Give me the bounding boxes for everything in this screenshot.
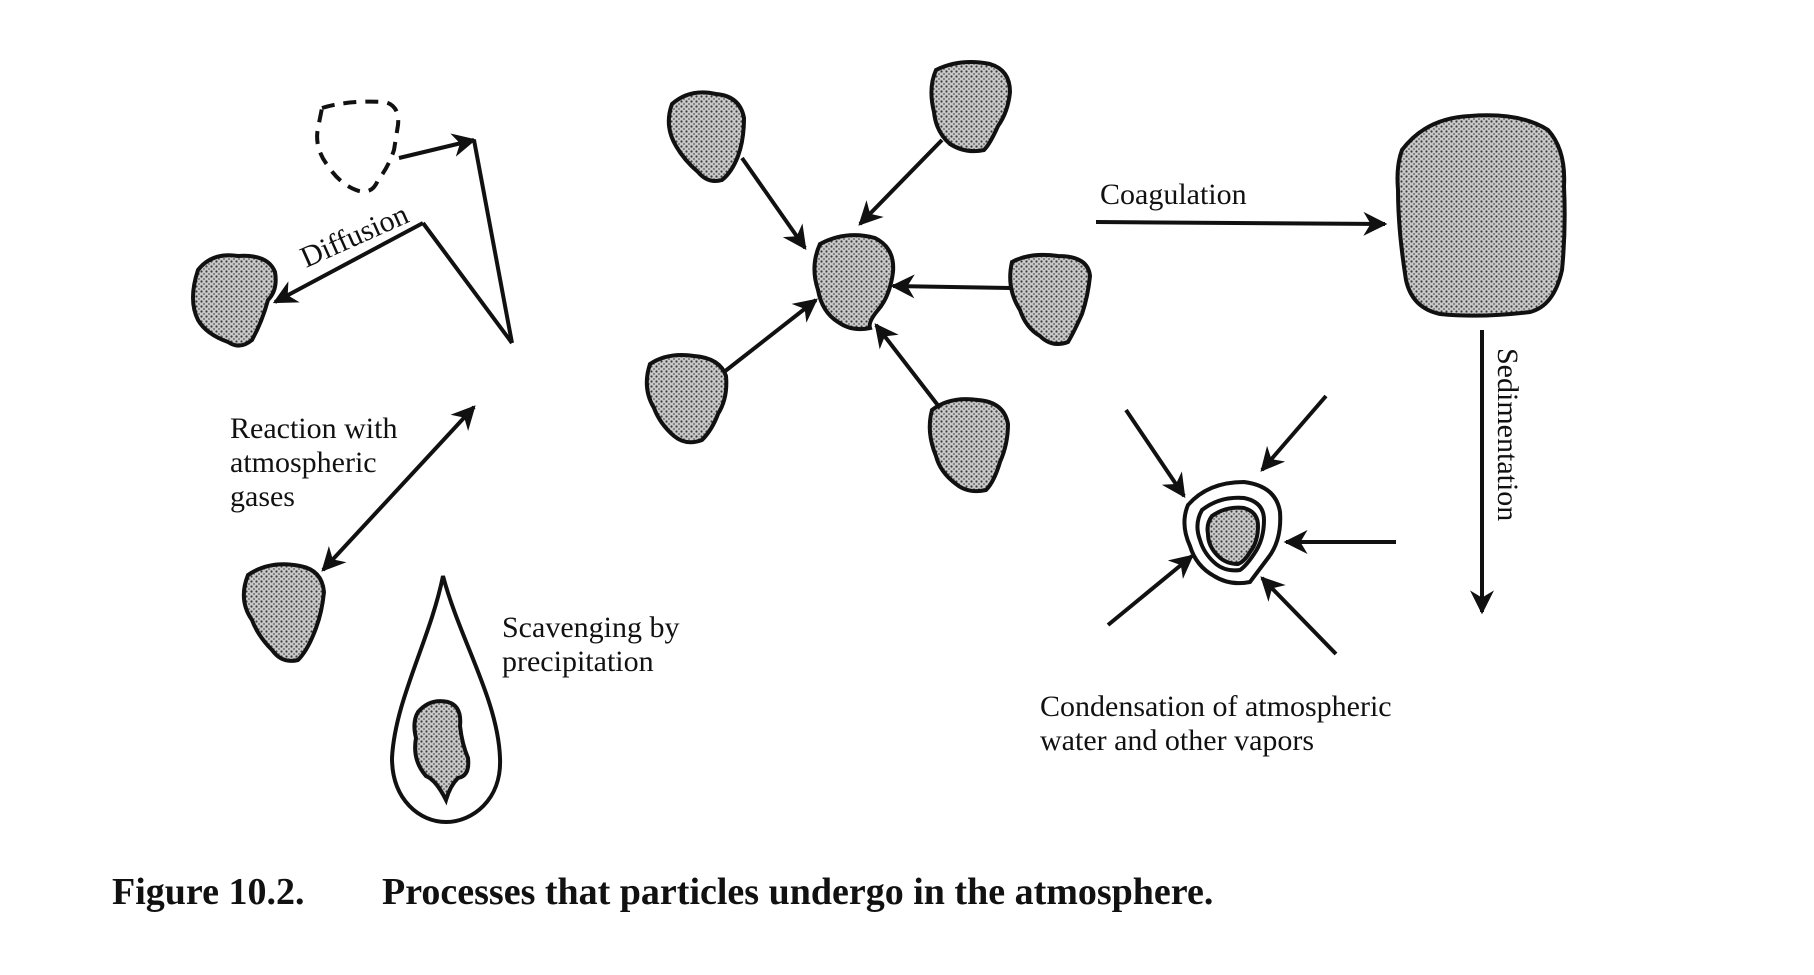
condensation-particle [1205,505,1261,567]
diffusion-path-segment [421,221,514,345]
coagulation-arrow-from-top-left [740,156,807,250]
reaction-group: Reaction with atmospheric gases [230,405,476,663]
coagulation-label: Coagulation [1100,178,1247,211]
condensation-arrow-top-right [1260,394,1328,472]
diffusion-arrow-to-particle [272,221,424,304]
diffusion-particle [191,253,278,348]
coagulation-particle-top-left [666,90,747,183]
diffusion-group: Diffusion [191,99,514,348]
diffusion-path-segment-long [472,139,514,344]
condensation-label-line-2: water and other vapors [1040,724,1314,757]
coagulation-particle-bottom-right [927,397,1011,494]
reaction-label-line-2: atmospheric [230,446,377,479]
figure-caption: Processes that particles undergo in the … [382,871,1213,913]
scavenging-label-line-1: Scavenging by [502,611,679,644]
coagulation-particle-right [1008,252,1093,346]
figure-number: Figure 10.2. [112,871,304,913]
sedimentation-group: Sedimentation [1470,330,1524,615]
reaction-particle [241,562,327,663]
scavenged-particle [412,699,471,806]
reaction-double-arrow [321,405,476,572]
reaction-label-line-3: gases [230,480,295,513]
reaction-label-line-1: Reaction with [230,412,397,445]
condensation-group: Condensation of atmospheric water and ot… [1040,394,1396,757]
condensation-arrow-bottom-right [1260,576,1338,656]
coagulation-arrow-from-bottom-left [722,298,818,374]
sedimentation-label: Sedimentation [1491,348,1524,521]
coagulation-particle-top-right [929,60,1013,154]
coagulated-large-particle [1395,113,1567,318]
condensation-arrow-bottom-left [1106,554,1194,627]
coagulation-arrow-to-large-particle [1095,211,1388,236]
coagulation-group: Coagulation [644,60,1567,494]
coagulation-arrow-from-bottom-right [874,323,942,410]
scavenging-group: Scavenging by precipitation [389,575,679,825]
coagulation-arrow-from-right [890,274,1011,299]
condensation-arrow-top-left [1124,408,1186,498]
diffusion-arrow-to-outline [398,133,477,160]
diffusion-prior-position-outline [315,99,401,194]
coagulation-arrow-from-top-right [858,138,944,226]
coagulation-central-particle [812,233,896,332]
scavenging-label-line-2: precipitation [502,645,654,678]
coagulation-particle-bottom-left [644,353,729,445]
condensation-label-line-1: Condensation of atmospheric [1040,690,1392,723]
